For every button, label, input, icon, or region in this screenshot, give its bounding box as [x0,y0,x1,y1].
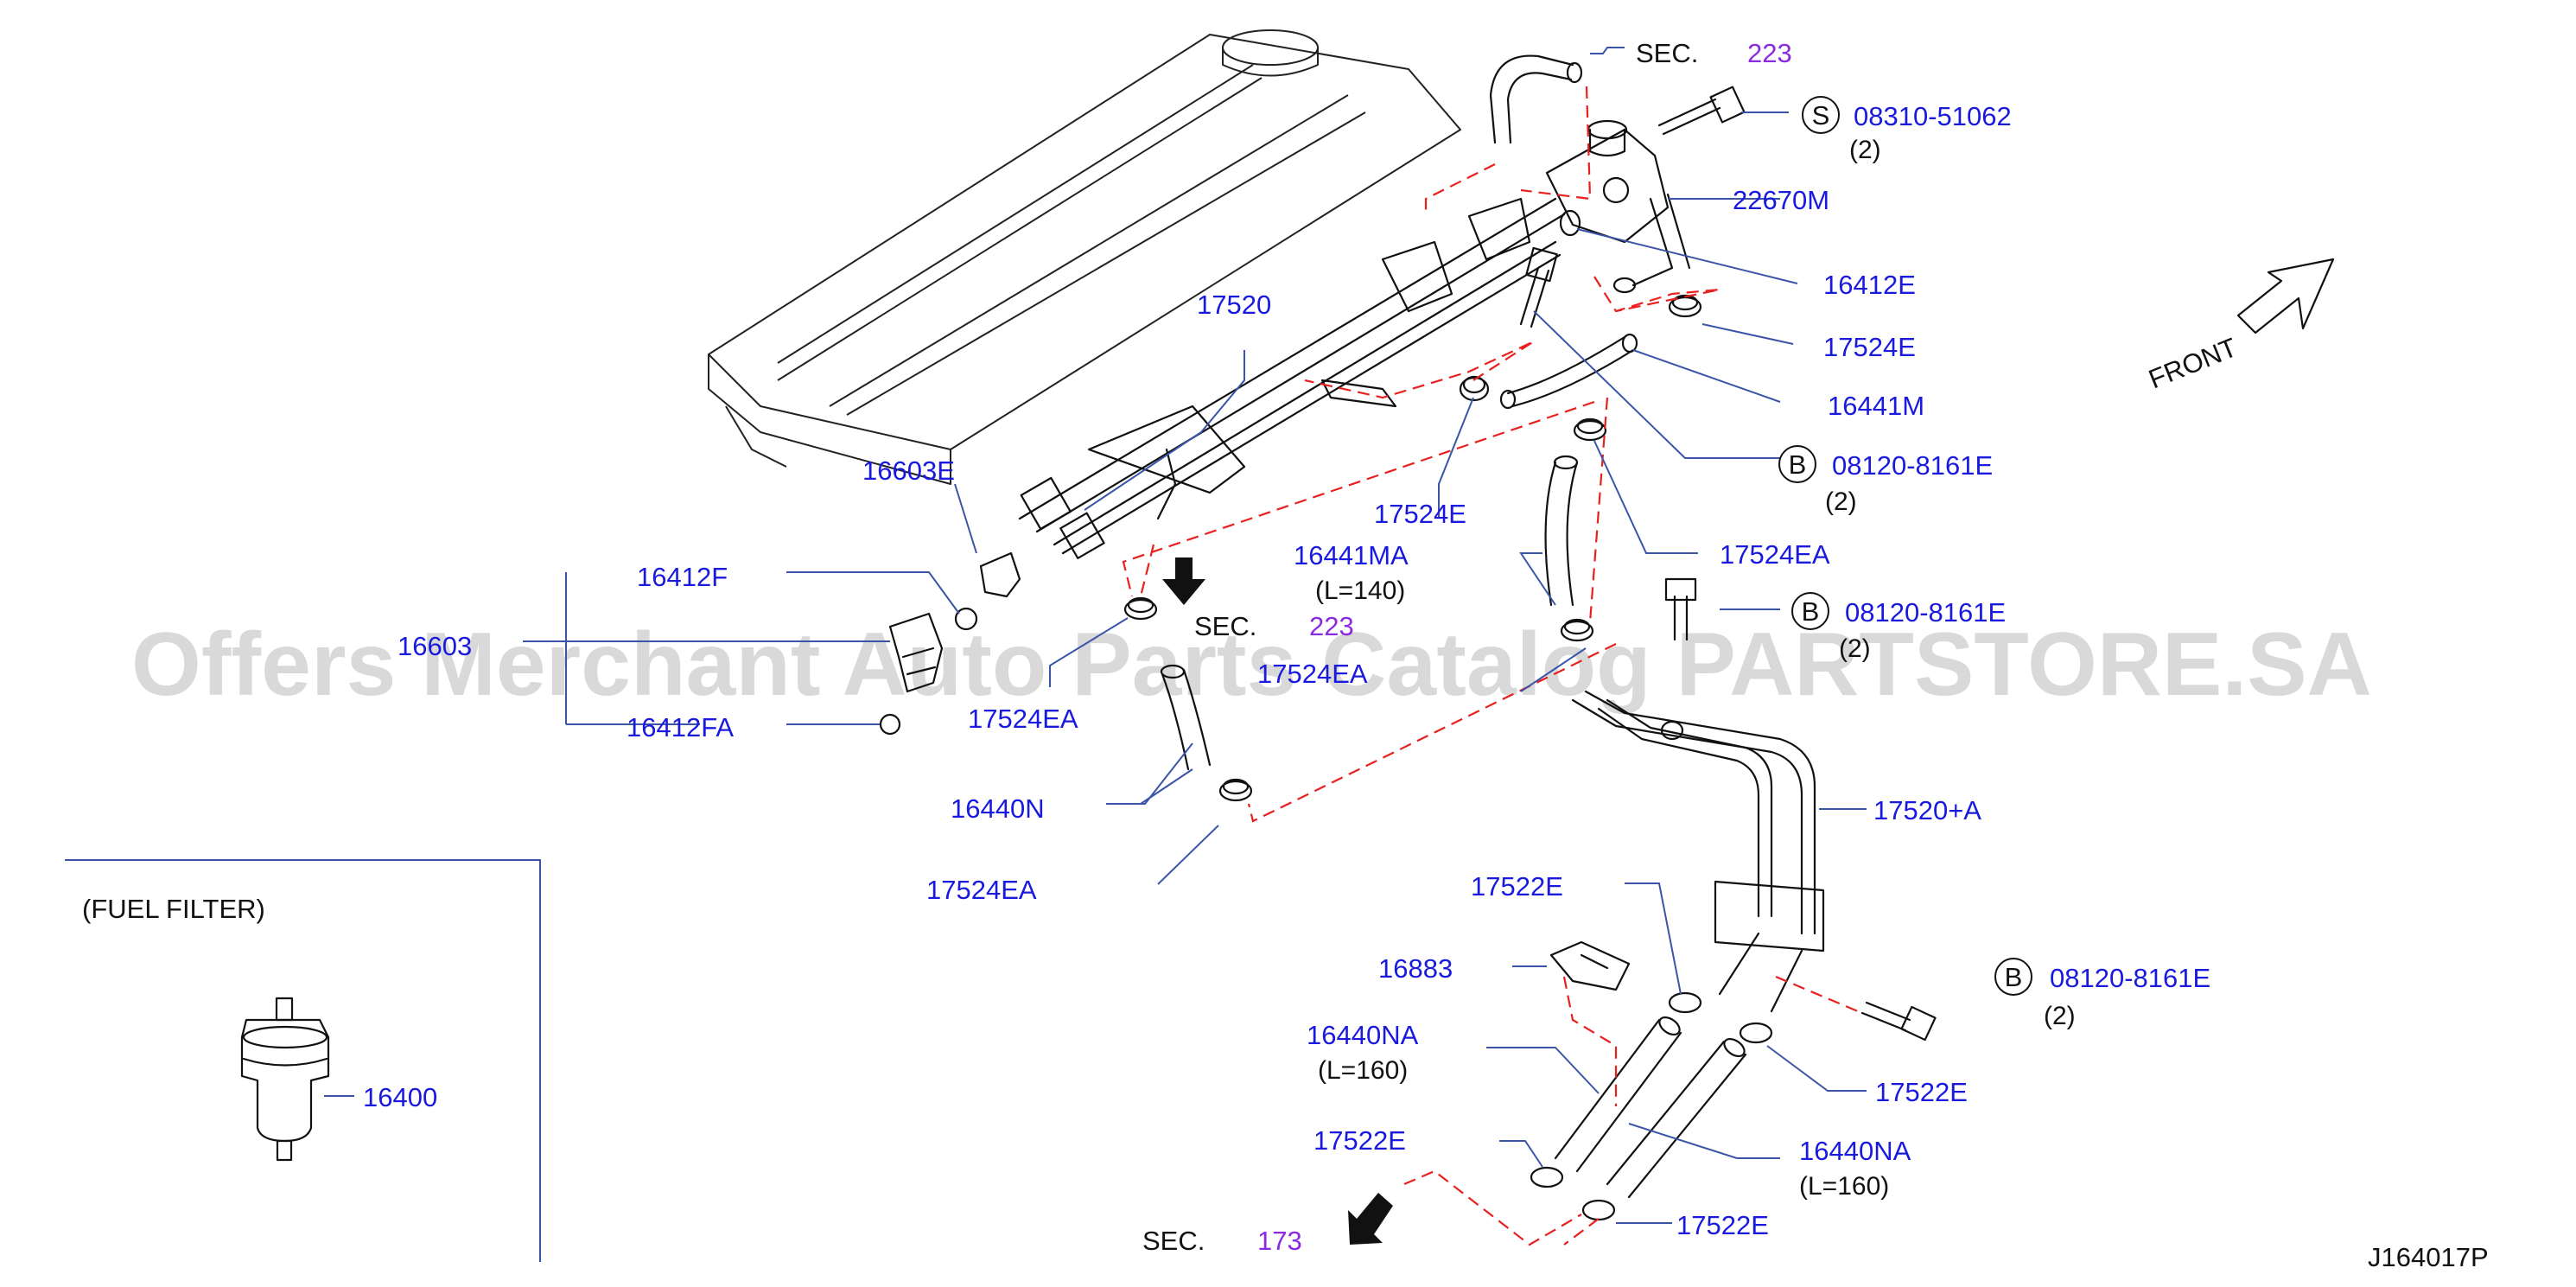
clamp-17524EA-upper [1573,417,1607,442]
arrow-down-sec-173 [1348,1193,1393,1245]
clamp-17524EA-left [1123,596,1158,621]
fuel-tube-17520 [1018,197,1566,559]
engine-outline [708,29,1461,485]
label-22670M: 22670M [1733,185,1829,215]
hose-16441M [1499,333,1638,410]
label-16441M: 16441M [1828,391,1924,421]
fuel-filter-box [65,859,541,1262]
label-16412FA: 16412FA [627,712,734,742]
callout-part-number: 08120-8161E [2050,963,2210,993]
clip-16883 [1549,940,1631,991]
label-16440NA: 16440NA [1799,1136,1911,1166]
label-17524E: 17524E [1823,332,1916,362]
callout-b-2: B 08120-8161E (2) [1791,592,2006,663]
label-16440NA-length: (L=160) [1799,1172,1889,1201]
bolt-08120-8161E-lower [1860,1001,1937,1042]
assembly-dashed-lines [1122,86,1859,1246]
insulator-16603E [979,551,1021,598]
callout-part-number: 08120-8161E [1832,450,1993,481]
arrow-down-sec-223 [1162,557,1205,605]
label-16883: 16883 [1378,953,1453,984]
clamp-17524EA-lower [1218,778,1253,802]
bolt-08120-8161E-upper [1519,246,1558,328]
hose-16440N [1160,664,1212,771]
fuel-filter-title: (FUEL FILTER) [82,894,265,924]
label-17520: 17520 [1197,290,1271,320]
callout-s-1: S 08310-51062 (2) [1802,96,2012,164]
callout-symbol: B [2005,962,2023,992]
injector-16603 [888,612,944,693]
clamp-17522E-a [1668,991,1702,1014]
callout-symbol: B [1789,449,1807,480]
seal-16412F [954,607,978,631]
callout-b-3: B 08120-8161E (2) [1994,958,2210,1030]
clamp-17524E-middle [1459,375,1490,402]
fuel-filter-16400 [240,997,330,1162]
section-ref-173: SEC. 173 [1142,1226,1302,1256]
front-label: FRONT [2145,332,2242,394]
clamp-17522E-c [1530,1166,1564,1188]
callout-symbol: S [1812,100,1830,131]
hose-16441MA [1544,455,1579,607]
label-17522E: 17522E [1875,1077,1968,1107]
callout-qty: (2) [1825,487,1857,516]
part-labels: 22670M 16412E 17524E 16441M 17520 17524E… [363,185,1981,1240]
label-17524E: 17524E [1374,499,1466,529]
label-17524EA: 17524EA [968,704,1078,734]
vacuum-hose-top [1489,54,1583,144]
callout-part-number: 08120-8161E [1845,597,2006,628]
bolt-08310-51062 [1657,86,1746,136]
label-16412F: 16412F [637,562,728,592]
bolt-08120-8161E-middle [1664,577,1697,641]
label-16603: 16603 [398,631,472,661]
label-17524EA: 17524EA [1720,539,1830,570]
watermark-text: Offers Merchant Auto Parts Catalog PARTS… [131,615,2372,715]
hose-16440NA-left [1554,1016,1682,1173]
callout-symbol: B [1802,596,1820,627]
section-number: 223 [1747,38,1792,68]
leader-lines [324,47,1867,1224]
seal-16412E [1559,209,1581,237]
label-17524EA: 17524EA [1257,659,1368,689]
section-ref-223-mid: SEC. 223 [1194,611,1354,641]
label-16412E: 16412E [1823,270,1916,300]
clamp-17522E-b [1739,1022,1773,1044]
section-label: SEC. [1636,38,1698,68]
label-16441MA-length: (L=140) [1315,577,1405,605]
clamp-17522E-d [1581,1199,1616,1221]
label-16440NA-length: (L=160) [1318,1056,1408,1085]
section-label: SEC. [1142,1226,1205,1256]
callout-part-number: 08310-51062 [1854,101,2012,131]
label-16603E: 16603E [862,456,955,486]
section-number: 223 [1309,611,1354,641]
diagram-id: J164017P [2368,1242,2489,1272]
callout-b-1: B 08120-8161E (2) [1778,445,1993,516]
label-17524EA: 17524EA [926,875,1037,905]
section-ref-223-top: SEC. 223 [1636,38,1792,68]
callout-qty: (2) [1849,136,1881,164]
seal-16412FA [879,713,901,736]
callout-qty: (2) [1839,634,1871,663]
pressure-regulator-22670M [1545,119,1691,294]
label-16440NA: 16440NA [1307,1020,1419,1050]
label-17522E: 17522E [1471,871,1563,902]
callout-qty: (2) [2044,1002,2076,1030]
label-16440N: 16440N [951,793,1045,824]
label-17522E: 17522E [1676,1210,1769,1240]
label-16441MA: 16441MA [1294,540,1409,570]
section-label: SEC. [1194,611,1256,641]
front-arrow-icon [2236,258,2335,334]
fuel-tube-17520A [1571,690,1825,1013]
section-number: 173 [1257,1226,1302,1256]
clamp-17524EA-mid [1560,618,1594,642]
hose-16440NA-right [1606,1037,1747,1199]
label-17522E: 17522E [1313,1125,1406,1156]
label-17520A: 17520+A [1873,795,1981,825]
label-16400: 16400 [363,1082,437,1112]
